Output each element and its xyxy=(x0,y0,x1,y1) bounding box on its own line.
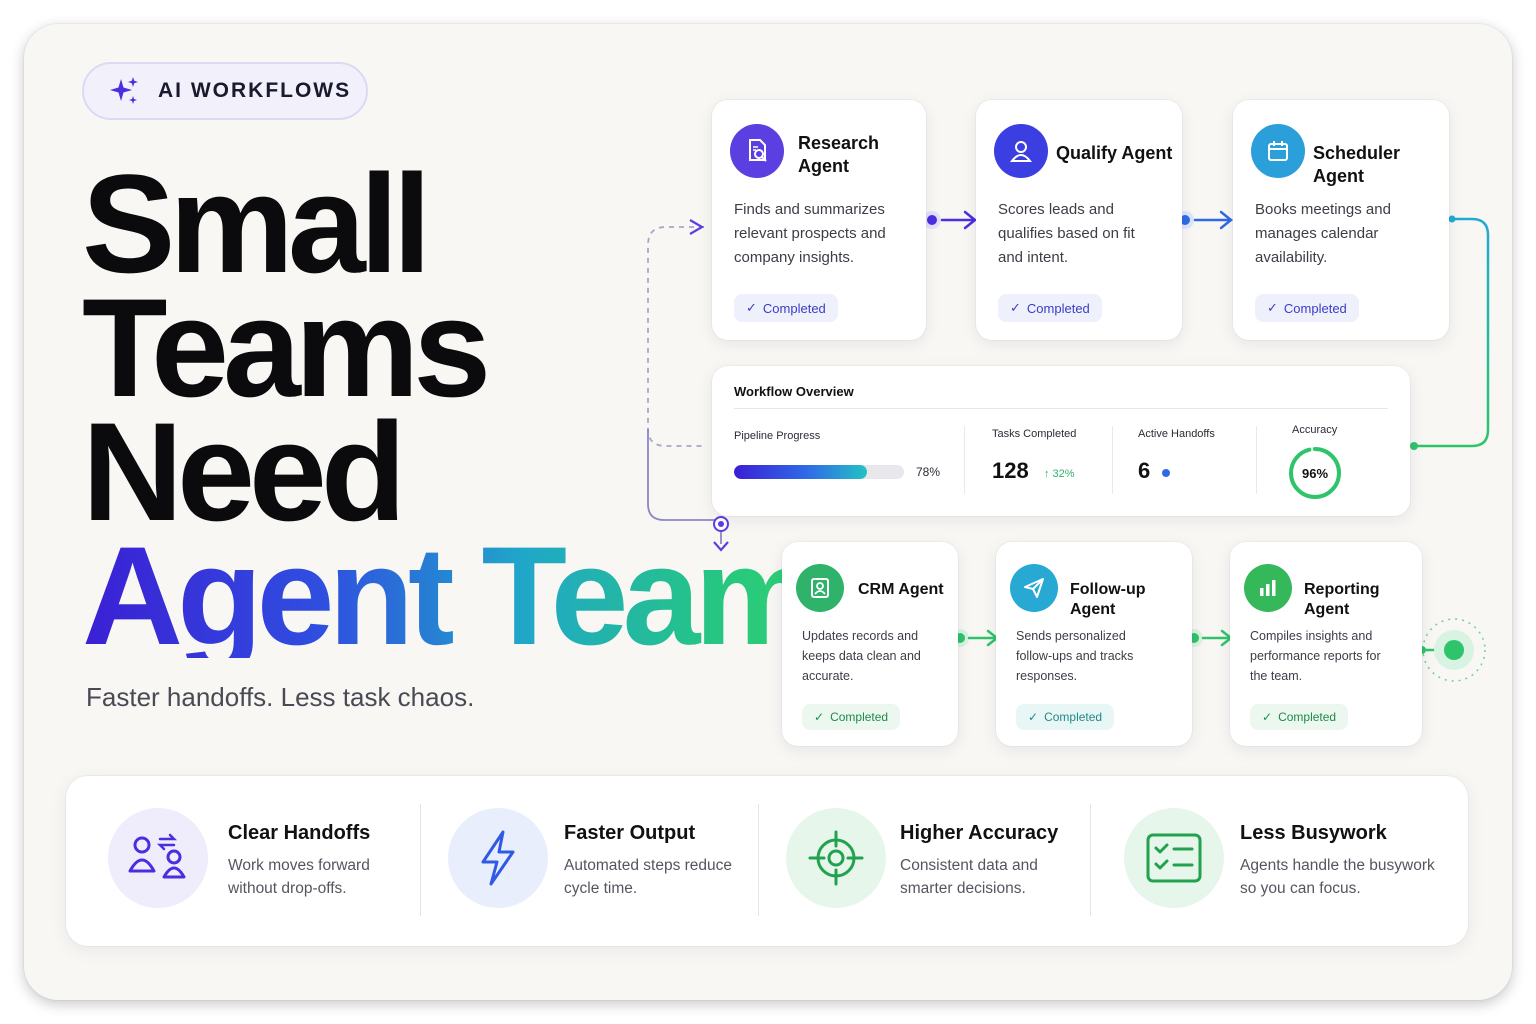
accuracy-ring: 96% xyxy=(1289,447,1341,499)
divider xyxy=(734,408,1388,409)
check-icon: ✓ xyxy=(1267,300,1278,315)
features-bar: Clear Handoffs Work moves forward withou… xyxy=(66,776,1468,946)
pipeline-value: 78% xyxy=(916,465,941,479)
research-agent-desc: Finds and summarizes relevant prospects … xyxy=(734,201,886,266)
active-dot xyxy=(1162,469,1170,477)
pipeline-progress-fill xyxy=(734,465,867,479)
divider xyxy=(964,426,965,494)
headline: Small Teams Need Agent Teams xyxy=(82,145,891,674)
headline-line-1: Small xyxy=(82,145,432,302)
crm-agent-card[interactable]: CRM Agent Updates records and keeps data… xyxy=(782,542,958,746)
target-icon xyxy=(786,808,886,908)
divider xyxy=(758,804,759,916)
status-badge: ✓Completed xyxy=(802,704,901,730)
id-card-icon xyxy=(796,564,844,612)
feature-title: Faster Output xyxy=(564,822,696,844)
paper-plane-icon xyxy=(1010,564,1058,612)
check-icon: ✓ xyxy=(1028,710,1039,724)
reporting-agent-desc: Compiles insights and performance report… xyxy=(1250,629,1381,683)
status-badge: ✓Completed xyxy=(734,294,838,322)
headline-line-3: Need xyxy=(82,393,406,550)
pipeline-label: Pipeline Progress xyxy=(734,430,821,442)
feature-desc: Work moves forward without drop-offs. xyxy=(228,857,370,897)
feature-desc: Consistent data and smarter decisions. xyxy=(900,857,1038,897)
headline-line-2: Teams xyxy=(82,269,491,426)
divider xyxy=(1256,426,1257,494)
handoffs-label: Active Handoffs xyxy=(1138,428,1215,440)
accuracy-label: Accuracy xyxy=(1292,424,1338,436)
followup-agent-title: Follow-up Agent xyxy=(1070,581,1146,618)
divider xyxy=(1112,426,1113,494)
check-icon: ✓ xyxy=(1010,300,1021,315)
followup-agent-card[interactable]: Follow-up Agent Sends personalized follo… xyxy=(996,542,1192,746)
calendar-icon xyxy=(1251,124,1305,178)
check-icon: ✓ xyxy=(1262,710,1273,724)
qualify-agent-title: Qualify Agent xyxy=(1056,143,1173,163)
workflow-overview-panel: Workflow Overview Pipeline Progress 78% … xyxy=(712,366,1410,516)
scheduler-agent-card[interactable]: Scheduler Agent Books meetings and manag… xyxy=(1233,100,1449,340)
checklist-icon xyxy=(1124,808,1224,908)
accuracy-value: 96% xyxy=(1302,466,1328,481)
feature-title: Less Busywork xyxy=(1240,822,1387,844)
feature-title: Higher Accuracy xyxy=(900,822,1059,844)
bar-chart-icon xyxy=(1244,564,1292,612)
subheadline: Faster handoffs. Less task chaos. xyxy=(86,682,475,712)
ai-workflows-tag: AI WORKFLOWS xyxy=(82,62,368,120)
user-icon xyxy=(994,124,1048,178)
status-badge: ✓Completed xyxy=(1016,704,1115,730)
handoffs-value: 6 xyxy=(1138,458,1151,483)
divider xyxy=(420,804,421,916)
overview-title: Workflow Overview xyxy=(734,384,854,399)
scheduler-agent-title: Scheduler Agent xyxy=(1313,143,1401,186)
reporting-agent-card[interactable]: Reporting Agent Compiles insights and pe… xyxy=(1230,542,1422,746)
infographic-frame: AI WORKFLOWS Small Teams Need Agent Team… xyxy=(24,24,1512,1000)
scheduler-agent-desc: Books meetings and manages calendar avai… xyxy=(1255,201,1391,266)
reporting-agent-title: Reporting Agent xyxy=(1304,581,1380,618)
status-badge: ✓Completed xyxy=(998,294,1102,322)
qualify-agent-card[interactable]: Qualify Agent Scores leads and qualifies… xyxy=(976,100,1182,340)
lightning-icon xyxy=(448,808,548,908)
users-swap-icon xyxy=(108,808,208,908)
crm-agent-title: CRM Agent xyxy=(858,581,944,598)
feature-title: Clear Handoffs xyxy=(228,822,371,844)
followup-agent-desc: Sends personalized follow-ups and tracks… xyxy=(1016,629,1134,683)
divider xyxy=(1090,804,1091,916)
check-icon: ✓ xyxy=(814,710,825,724)
feature-desc: Agents handle the busywork so you can fo… xyxy=(1240,857,1435,897)
pipeline-progress-bar xyxy=(734,465,904,479)
document-search-icon xyxy=(730,124,784,178)
qualify-agent-desc: Scores leads and qualifies based on fit … xyxy=(998,201,1135,266)
sparkle-icon xyxy=(110,77,138,104)
crm-agent-desc: Updates records and keeps data clean and… xyxy=(802,629,921,683)
headline-line-4: Agent Teams xyxy=(82,517,891,674)
status-badge: ✓Completed xyxy=(1255,294,1359,322)
tasks-value: 128 xyxy=(992,458,1029,483)
check-icon: ✓ xyxy=(746,300,757,315)
tasks-delta: ↑ 32% xyxy=(1044,468,1075,480)
status-badge: ✓Completed xyxy=(1250,704,1349,730)
feature-desc: Automated steps reduce cycle time. xyxy=(564,857,733,897)
tag-label: AI WORKFLOWS xyxy=(158,79,352,102)
pulse-target-icon xyxy=(1422,618,1486,682)
tasks-label: Tasks Completed xyxy=(992,428,1077,440)
